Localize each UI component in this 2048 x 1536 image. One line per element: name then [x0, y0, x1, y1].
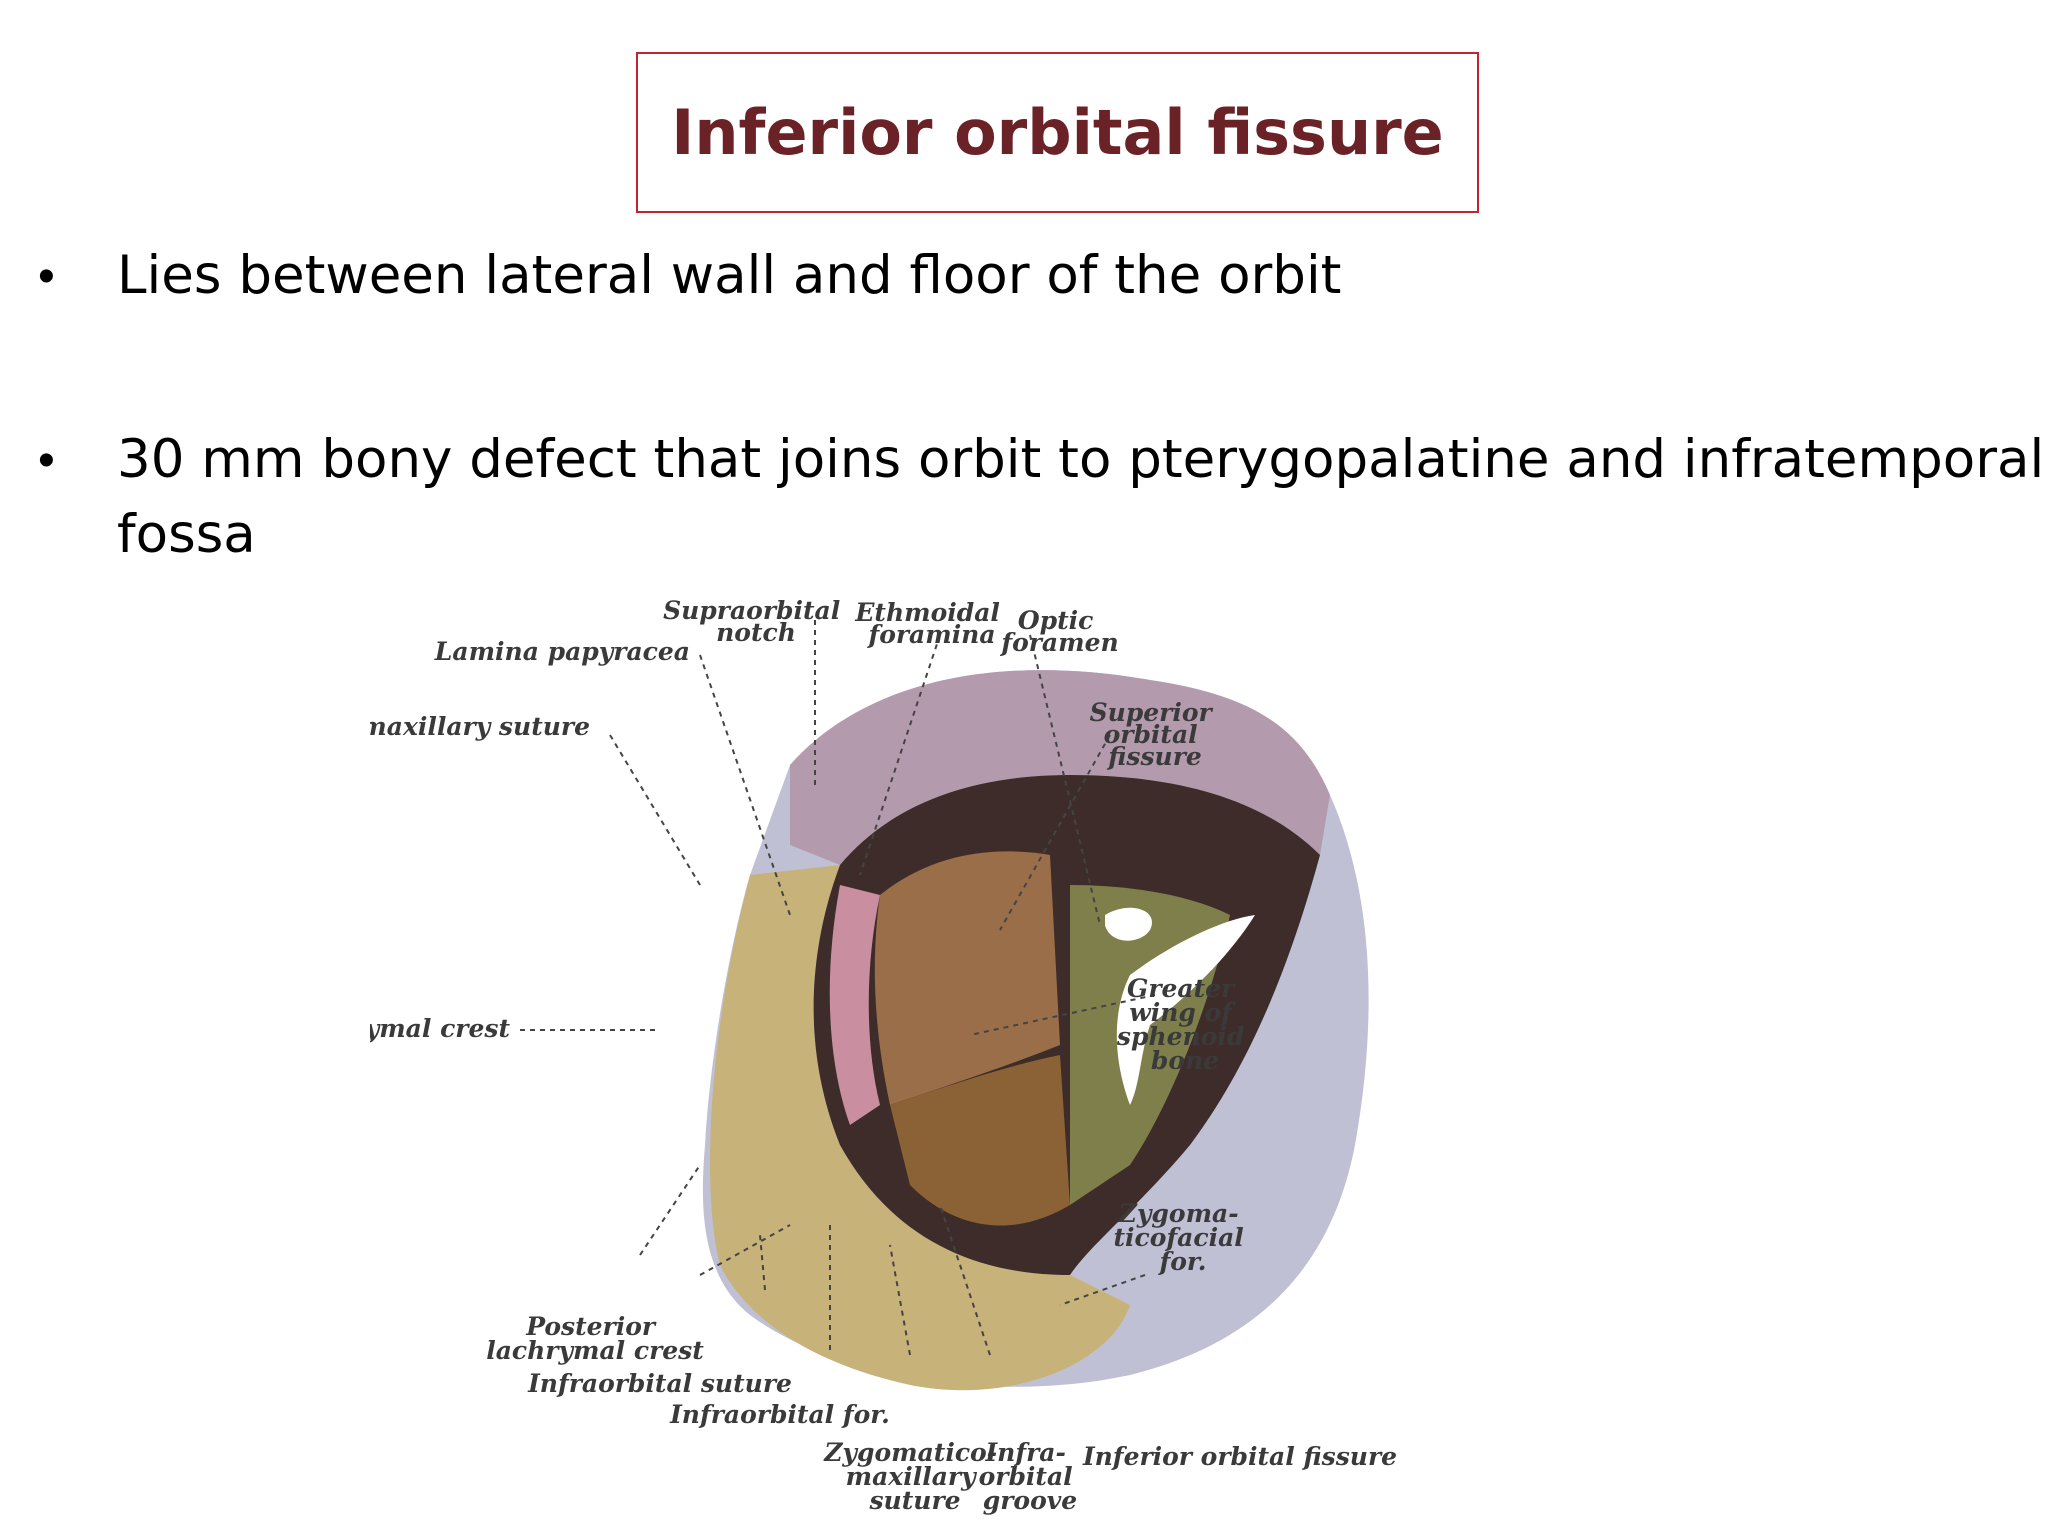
bullet-marker: • — [38, 434, 55, 487]
label-optic-foramen: Optic foramen — [999, 606, 1118, 657]
ethmoid-bone — [874, 851, 1060, 1105]
slide-title: Inferior orbital fissure — [671, 96, 1444, 169]
label-anterior-lachrymal-crest: Anterior lachrymal crest — [370, 1014, 510, 1043]
label-inferior-orbital-fissure: Inferior orbital fissure — [1082, 1442, 1397, 1471]
optic-foramen-opening — [1105, 907, 1152, 941]
label-zygomaticofacial-foramen: Zygoma- ticofacial for. — [1113, 1199, 1252, 1276]
label-infraorbital-foramen: Infraorbital for. — [669, 1400, 890, 1429]
lacrimal-bone — [829, 885, 880, 1125]
maxilla — [710, 865, 1130, 1391]
slide-title-box: Inferior orbital fissure — [636, 52, 1479, 213]
label-posterior-lachrymal-crest: Posterior lachrymal crest — [486, 1312, 704, 1365]
leader-lines — [520, 620, 1156, 1356]
bullet-marker: • — [38, 250, 55, 303]
label-frontomaxillary-suture: Frontomaxillary suture — [370, 712, 590, 741]
bullet-text-2-continued: fossa — [117, 504, 256, 565]
bullet-text-1: Lies between lateral wall and floor of t… — [117, 245, 1342, 306]
orbit-bones — [702, 670, 1369, 1391]
palatine-bone — [890, 1055, 1070, 1226]
label-greater-wing: Greater wing of sphenoid bone — [1116, 974, 1253, 1075]
bullet-list: • Lies between lateral wall and floor of… — [0, 0, 2048, 580]
label-superior-orbital-fissure: Superior orbital fissure — [1090, 698, 1221, 771]
label-lamina-papyracea: Lamina papyracea — [434, 637, 690, 666]
diagram-labels: Supraorbital notch Ethmoidal foramina Op… — [370, 596, 1397, 1515]
orbit-diagram: Supraorbital notch Ethmoidal foramina Op… — [370, 585, 1630, 1536]
orbit-illustration: Supraorbital notch Ethmoidal foramina Op… — [370, 596, 1397, 1515]
label-supraorbital-notch: Supraorbital notch — [663, 596, 849, 647]
bullet-text-2: 30 mm bony defect that joins orbit to pt… — [117, 429, 2045, 490]
frontal-bone — [790, 670, 1330, 865]
label-ethmoidal-foramina: Ethmoidal foramina — [854, 598, 1008, 649]
label-infraorbital-groove: Infra- orbital groove — [979, 1438, 1082, 1515]
label-zygomaticomaxillary-suture: Zygomatico- maxillary suture — [823, 1438, 1006, 1515]
superior-orbital-fissure-opening — [1116, 915, 1255, 1105]
label-infraorbital-suture: Infraorbital suture — [527, 1369, 792, 1398]
